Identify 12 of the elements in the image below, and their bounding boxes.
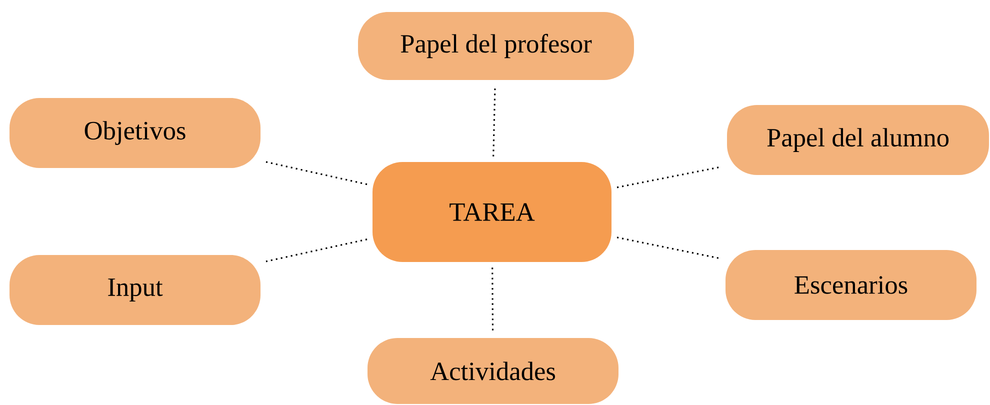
topic-box: Input [10,255,260,325]
topic-box: Papel del profesor [358,12,634,80]
topic-box: Actividades [368,338,618,404]
connector [266,238,368,262]
topic-box: Objetivos [10,98,260,168]
connector [616,236,720,260]
topic-box: Papel del alumno [727,105,989,175]
connector [492,86,496,156]
connector [492,268,494,332]
topic-box: Escenarios [726,250,976,320]
central-box: TAREA [372,162,612,262]
connector [266,161,368,186]
